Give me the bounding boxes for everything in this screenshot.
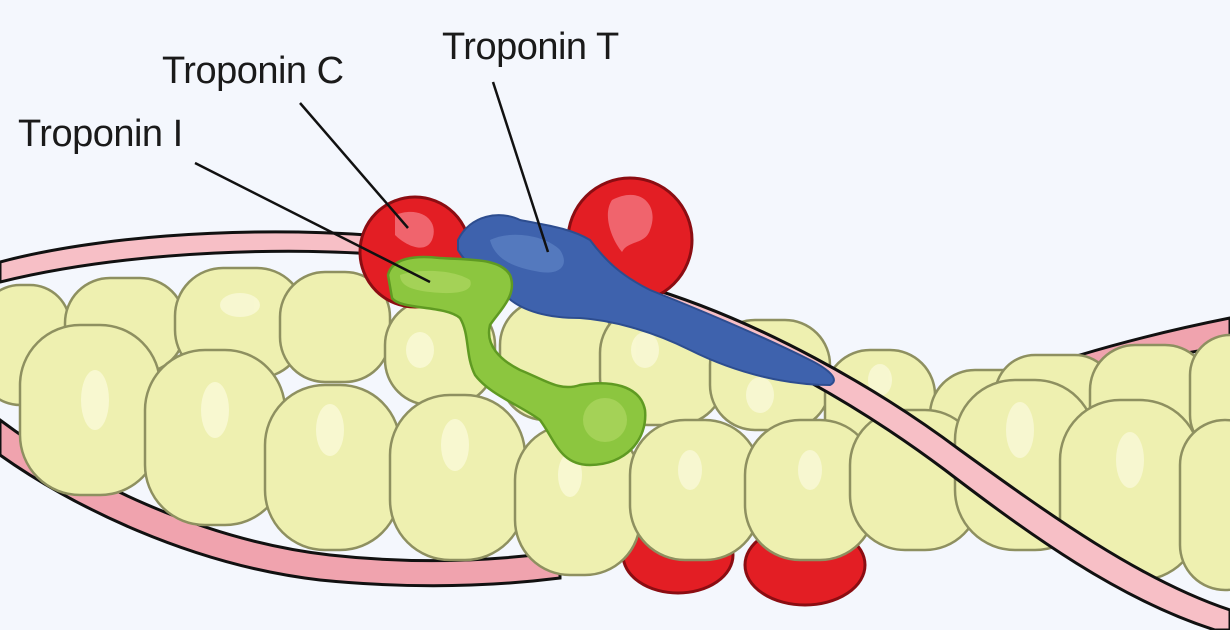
label-troponin-i: Troponin I [18, 113, 183, 155]
actin-highlights [81, 293, 1144, 497]
leader-line-troponin-t [491, 81, 550, 253]
label-troponin-c: Troponin C [162, 50, 344, 92]
leader-line-troponin-i [194, 161, 431, 284]
label-troponin-t: Troponin T [442, 26, 619, 68]
leader-lines [194, 81, 550, 284]
tropomyosin-front-strand [627, 283, 1230, 630]
troponin-i-shape [386, 255, 647, 467]
leader-line-troponin-c [299, 102, 409, 229]
